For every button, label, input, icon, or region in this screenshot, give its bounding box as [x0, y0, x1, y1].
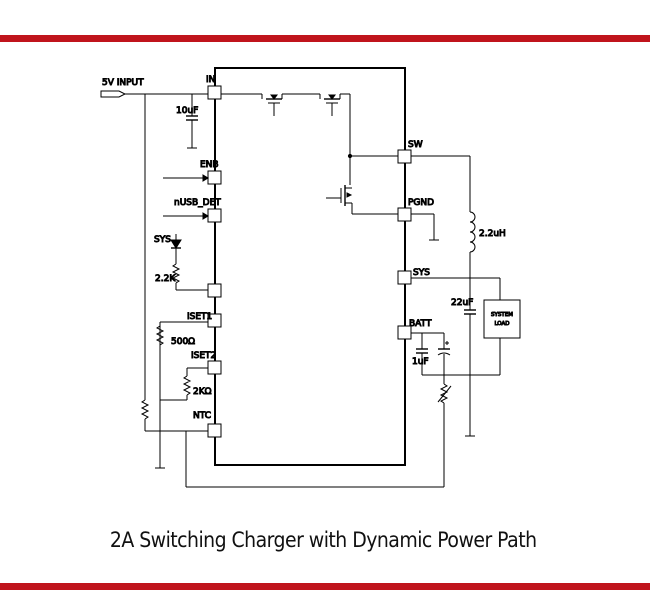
resistor-icon — [155, 325, 165, 346]
resistor-icon — [171, 263, 181, 284]
pin-label-sw: SW — [408, 140, 423, 150]
cap-in-value: 10uF — [176, 106, 198, 116]
thermistor-icon — [439, 383, 449, 404]
system-load-box — [483, 299, 521, 339]
cap-sys-value: 22uF — [451, 298, 473, 308]
pin-label-iset1: ISET1 — [187, 312, 212, 322]
pin-label-pgnd: PGND — [408, 198, 434, 208]
pin-in — [207, 85, 222, 100]
charger-schematic: 5V INPUT IN ENB nUSB_DET ISET1 ISET2 NTC… — [100, 67, 521, 488]
system-load-label-line1: SYSTEM — [491, 312, 513, 318]
pin-ntc — [207, 423, 222, 438]
pin-iset1 — [207, 313, 222, 328]
diode-icon — [170, 239, 182, 249]
top-accent-bar — [0, 35, 650, 42]
resistor-iset1-value: 500Ω — [171, 337, 195, 347]
inductor-icon — [469, 211, 476, 253]
diagram-caption: 2A Switching Charger with Dynamic Power … — [109, 528, 537, 552]
input-label: 5V INPUT — [102, 78, 144, 88]
pin-label-nusb-det: nUSB_DET — [174, 198, 221, 208]
pin-enb — [207, 170, 222, 185]
charger-ic-body — [214, 67, 406, 466]
resistor-icon — [182, 375, 192, 396]
pin-nusb-det — [207, 208, 222, 223]
bottom-accent-bar — [0, 583, 650, 590]
input-port-icon — [100, 90, 127, 98]
resistor-iset2-value: 2KΩ — [193, 387, 212, 397]
pin-label-sys: SYS — [413, 268, 430, 278]
inductor-value: 2.2uH — [479, 229, 506, 239]
sys-node-label: SYS — [154, 235, 171, 245]
pin-label-ntc: NTC — [193, 411, 211, 421]
resistor-sys-value: 2.2K — [155, 274, 176, 284]
pin-iset2 — [207, 360, 222, 375]
pin-sw — [397, 149, 412, 164]
pin-pgnd — [397, 207, 412, 222]
pin-label-enb: ENB — [200, 160, 219, 170]
pin-label-batt: BATT — [409, 319, 432, 329]
pin-label-in: IN — [206, 75, 215, 85]
pin-label-iset2: ISET2 — [191, 351, 216, 361]
cap-batt-value: 1uF — [412, 357, 429, 367]
pin-sys — [397, 270, 412, 285]
system-load-label-line2: LOAD — [494, 321, 509, 327]
pin-unlabeled — [207, 283, 222, 298]
resistor-icon — [140, 399, 150, 420]
